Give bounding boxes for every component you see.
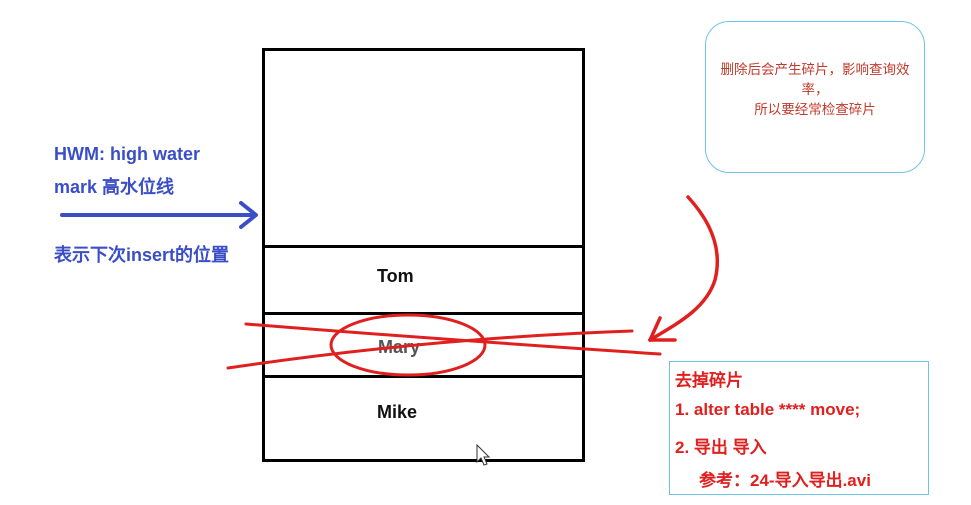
hwm-divider — [262, 245, 585, 248]
row-mike: Mike — [377, 402, 418, 422]
hwm-arrow-icon — [60, 201, 258, 229]
defragment-box: 去掉碎片 1. alter table **** move; 2. 导出 导入 … — [669, 361, 929, 495]
row-tom: Tom — [377, 266, 414, 286]
curved-arrow-icon — [648, 195, 719, 342]
hwm-description: 表示下次insert的位置 — [54, 245, 230, 265]
hwm-title-line2: mark 高水位线 — [54, 177, 175, 197]
table-block — [262, 48, 585, 462]
defragment-step-2: 2. 导出 导入 — [675, 438, 767, 457]
defragment-title: 去掉碎片 — [675, 371, 743, 390]
fragment-note-box: 删除后会产生碎片，影响查询效率， 所以要经常检查碎片 — [705, 21, 925, 173]
row-divider-mary-mike — [262, 375, 585, 378]
defragment-reference: 参考：24-导入导出.avi — [699, 471, 871, 490]
hwm-title-line1: HWM: high water — [54, 144, 200, 164]
defragment-step-1: 1. alter table **** move; — [675, 400, 861, 419]
row-mary: Mary — [378, 337, 421, 357]
row-divider-tom-mary — [262, 312, 585, 315]
fragment-note-text: 删除后会产生碎片，影响查询效率， 所以要经常检查碎片 — [720, 62, 910, 118]
